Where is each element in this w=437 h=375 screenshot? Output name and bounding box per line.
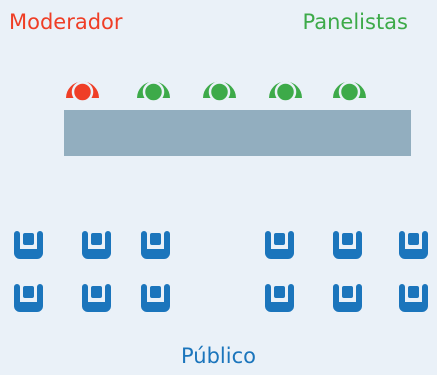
panelist-seat-icon xyxy=(200,68,239,102)
moderator-label: Moderador xyxy=(9,10,123,34)
audience-seat-icon xyxy=(330,284,365,314)
audience-seat-icon xyxy=(396,284,431,314)
panel-table xyxy=(64,110,411,156)
panelist-seat-icon xyxy=(330,68,369,102)
audience-seat-icon xyxy=(11,284,46,314)
audience-seat-icon xyxy=(138,284,173,314)
audience-seat-icon xyxy=(79,284,114,314)
audience-seat-icon xyxy=(11,231,46,261)
panelist-seat-icon xyxy=(134,68,173,102)
audience-seat-icon xyxy=(330,231,365,261)
public-label: Público xyxy=(181,344,256,368)
audience-seat-icon xyxy=(396,231,431,261)
audience-seat-icon xyxy=(262,231,297,261)
panelist-seat-icon xyxy=(266,68,305,102)
panelists-label: Panelistas xyxy=(302,10,408,34)
audience-seat-icon xyxy=(262,284,297,314)
audience-seat-icon xyxy=(138,231,173,261)
audience-seat-icon xyxy=(79,231,114,261)
moderator-seat-icon xyxy=(63,68,102,102)
